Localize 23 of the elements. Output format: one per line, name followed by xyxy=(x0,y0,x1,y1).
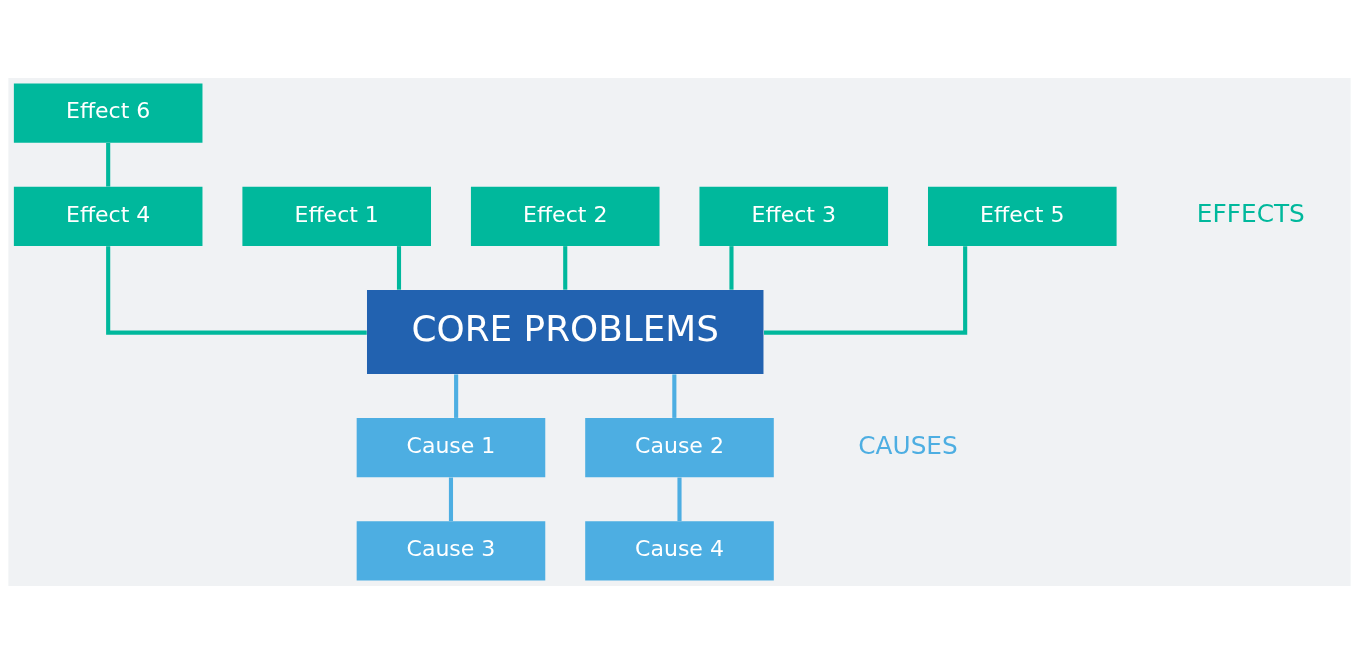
connector xyxy=(677,477,682,522)
connector xyxy=(764,246,968,335)
node-box: Effect 4 xyxy=(13,186,203,246)
connector xyxy=(448,477,454,522)
node-box: Effect 5 xyxy=(928,186,1117,246)
connector xyxy=(454,374,459,418)
connector xyxy=(563,246,568,290)
node-box: Effect 1 xyxy=(242,186,431,246)
connector xyxy=(396,246,402,290)
connector xyxy=(672,374,677,418)
node-box: Cause 3 xyxy=(356,521,546,581)
label: EFFECTS xyxy=(1196,199,1305,229)
node-box: Effect 3 xyxy=(699,186,889,246)
node-box: Effect 2 xyxy=(470,186,660,246)
connector xyxy=(106,142,111,187)
node-box: Cause 1 xyxy=(356,418,546,478)
connector xyxy=(729,246,734,290)
connector xyxy=(106,246,367,335)
node-box: Effect 6 xyxy=(13,83,203,143)
node-box: CORE PROBLEMS xyxy=(367,290,764,374)
node-box: Cause 2 xyxy=(585,418,774,478)
label: CAUSES xyxy=(858,430,958,460)
node-box: Cause 4 xyxy=(585,521,774,581)
